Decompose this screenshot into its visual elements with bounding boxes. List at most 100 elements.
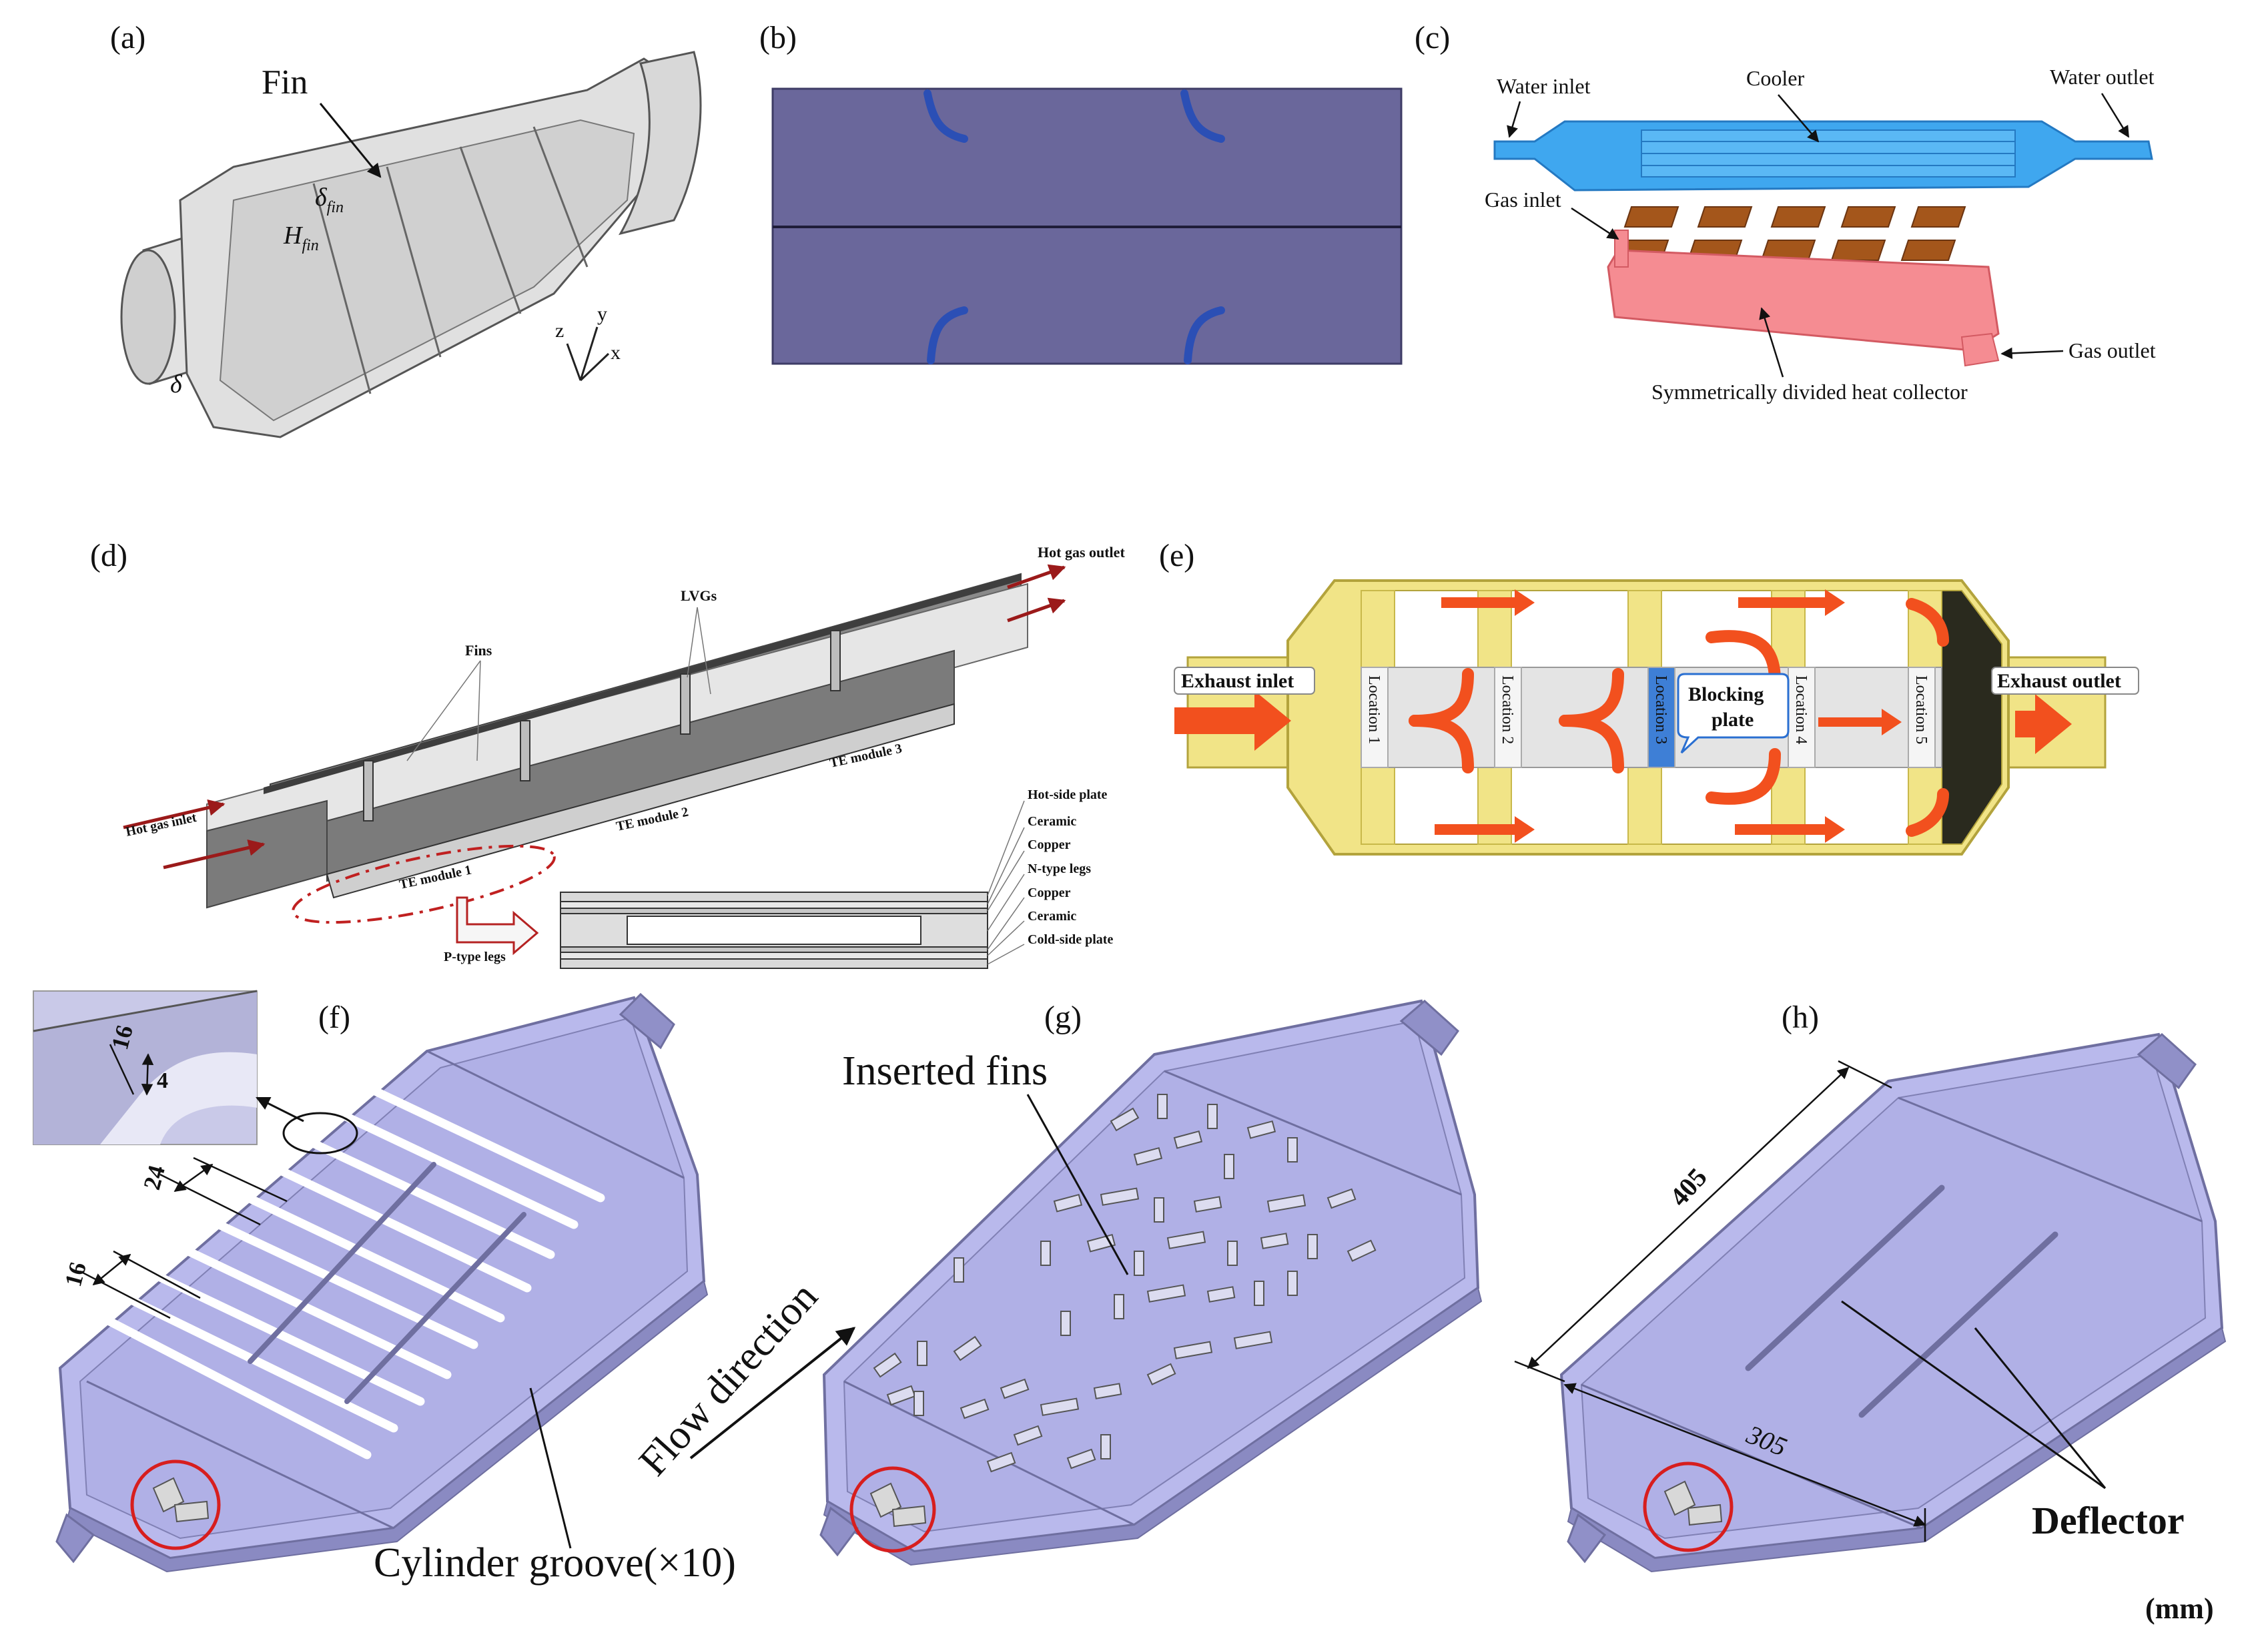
h-dim-405-ext-1 xyxy=(1514,1360,1565,1383)
a-axis-z: z xyxy=(555,320,564,342)
c-water-inlet-label: Water inlet xyxy=(1497,74,1591,98)
g-fin-17 xyxy=(1134,1251,1144,1276)
d-layer-hot-plate xyxy=(560,892,988,902)
panel-h-tag: (h) xyxy=(1782,1000,1819,1035)
g-fin-44 xyxy=(986,1451,1016,1473)
g-fin-41 xyxy=(1146,1363,1176,1385)
f-groove-10 xyxy=(342,1073,605,1203)
d-leader-7 xyxy=(987,944,1025,965)
d-layer-label-1: Hot-side plate xyxy=(1028,787,1108,802)
g-inserted-fins-leader xyxy=(1026,1094,1129,1275)
g-inlet-block-2 xyxy=(891,1505,927,1528)
h-deflector-label: Deflector xyxy=(2032,1499,2185,1542)
h-dim-405-ext-2 xyxy=(1838,1060,1892,1089)
f-groove-label: Cylinder groove(×10) xyxy=(374,1540,736,1586)
d-inlet-arrows xyxy=(123,564,1066,870)
f-dim-24-line xyxy=(173,1163,214,1193)
f-plate-rim xyxy=(65,1280,709,1573)
c-module-9 xyxy=(1830,240,1886,261)
f-deflectors xyxy=(248,1162,526,1404)
g-fin-38 xyxy=(1040,1397,1080,1416)
f-dim-16: 16 xyxy=(59,1259,91,1289)
b-channel-bottom xyxy=(771,226,1403,365)
c-gas-outlet-stub xyxy=(1960,332,2000,367)
g-fin-18 xyxy=(1166,1231,1206,1249)
panel-e: (e) Location 1 Location 2 Location 3 Lo xyxy=(1159,538,2139,856)
g-fin-4 xyxy=(1133,1146,1163,1166)
g-fin-10 xyxy=(1100,1187,1140,1206)
c-collector-leader xyxy=(1759,307,1784,378)
h-deflector-leader-1 xyxy=(1841,1300,2106,1490)
f-plate-inner xyxy=(79,1016,689,1540)
a-delta-fin-label: δfin xyxy=(315,184,344,216)
g-fin-12 xyxy=(1193,1196,1222,1213)
d-inlet-arrow-2 xyxy=(163,839,266,870)
g-fin-3 xyxy=(1207,1104,1218,1129)
d-zoom-arrow xyxy=(456,896,539,956)
d-leader-lvgs-2 xyxy=(697,607,711,695)
e-exhaust-outlet: Exhaust outlet xyxy=(1997,670,2121,692)
d-layer-copper-top xyxy=(560,908,988,914)
c-gas-inlet-stub xyxy=(1614,230,1629,268)
g-plate-inner xyxy=(843,1020,1466,1533)
g-fin-6 xyxy=(1224,1154,1234,1179)
f-inlet-block-2 xyxy=(173,1500,210,1523)
g-divider-bottom xyxy=(843,1380,1135,1526)
h-dim-lines xyxy=(1514,1060,1926,1542)
d-leader-6 xyxy=(987,920,1025,956)
d-vortex-generators xyxy=(363,630,841,821)
d-hot-gas-inlet: Hot gas inlet xyxy=(124,810,198,840)
e-location-3: Location 3 xyxy=(1652,675,1669,744)
panel-b-tag: (b) xyxy=(759,20,797,55)
e-flow-bottom-1 xyxy=(1435,816,1535,843)
f-groove-8 xyxy=(92,1310,372,1459)
d-layer-detail xyxy=(560,892,988,969)
f-dim-16-line-b xyxy=(92,1253,131,1286)
g-flow-direction-arrow xyxy=(689,1327,856,1459)
g-fin-26 xyxy=(1206,1286,1236,1303)
d-leader-5 xyxy=(987,897,1025,950)
h-outlet-pipe xyxy=(2137,1033,2197,1090)
f-zoom-marker xyxy=(282,1112,358,1155)
d-layer-label-5: Copper xyxy=(1028,886,1071,900)
g-fin-24 xyxy=(1114,1294,1124,1319)
f-dim-24: 24 xyxy=(138,1163,170,1193)
e-flow-top-2 xyxy=(1738,589,1845,616)
e-loc-strip-2 xyxy=(1494,667,1522,768)
a-fin-leader xyxy=(319,103,382,178)
panel-d-tag: (d) xyxy=(90,538,127,573)
d-lvg-1 xyxy=(363,760,374,821)
g-fin-45 xyxy=(1066,1448,1096,1469)
g-fin-36 xyxy=(1000,1378,1030,1399)
panel-a-tag: (a) xyxy=(110,20,145,55)
e-bend-3 xyxy=(1906,598,1949,647)
e-inlet-label-box xyxy=(1174,667,1315,695)
g-outlet-pipe xyxy=(1399,1000,1459,1056)
h-dim-405: 405 xyxy=(1663,1162,1713,1212)
f-groove-leader xyxy=(529,1387,572,1549)
g-fin-21 xyxy=(1307,1234,1318,1259)
a-axis-z-line xyxy=(566,343,582,381)
c-collector-label: Symmetrically divided heat collector xyxy=(1651,380,1968,404)
e-split-2 xyxy=(1409,715,1474,773)
panel-f-tag: (f) xyxy=(318,1000,350,1035)
d-p-type-legs: P-type legs xyxy=(444,950,506,964)
d-lvgs-label: LVGs xyxy=(681,587,717,604)
panel-c: (c) Water inlet Cooler xyxy=(1415,20,2156,404)
c-gas-inlet-leader xyxy=(1571,207,1619,240)
h-inlet-pipe xyxy=(1567,1513,1607,1564)
f-deflector-1 xyxy=(248,1162,436,1364)
e-split-4 xyxy=(1559,715,1624,773)
f-dim-16-line xyxy=(109,1044,135,1095)
f-inlet-highlight xyxy=(130,1459,221,1550)
d-lvg-2 xyxy=(520,720,530,781)
a-fin-1 xyxy=(312,183,372,394)
d-hot-gas-outlet: Hot gas outlet xyxy=(1038,544,1125,561)
g-fin-34 xyxy=(913,1391,924,1416)
e-loc-strip-5 xyxy=(1908,667,1936,768)
g-fin-35 xyxy=(960,1398,990,1419)
d-leader-fins-2 xyxy=(476,660,481,761)
e-blocking-label-1: Blocking xyxy=(1688,683,1764,705)
a-axis-y-line xyxy=(579,326,599,381)
